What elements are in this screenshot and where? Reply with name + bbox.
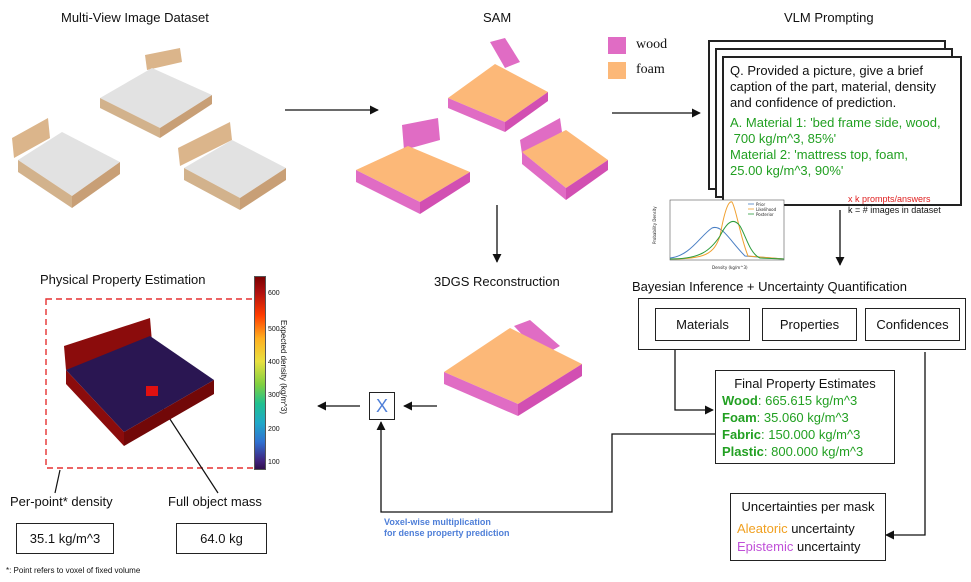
prompt-answer-1: A. Material 1: 'bed frame side, wood, 70… [730,115,954,147]
legend-wood-swatch [608,37,626,54]
prompt-answer-2-line-1: Material 2: 'mattress top, foam, [730,147,909,162]
epistemic-suffix: uncertainty [793,539,861,554]
uncertainty-box: Uncertainties per mask Aleatoric uncerta… [730,493,886,561]
final-row-fabric-name: Fabric [722,427,762,442]
bayes-mini-plot-svg: Prior Likelihood Posterior Density (kg/m… [652,199,785,270]
title-vlm: VLM Prompting [784,10,874,25]
final-row-foam-name: Foam [722,410,757,425]
colorbar-tick-500: 500 [268,326,280,333]
final-row-plastic-name: Plastic [722,444,764,459]
final-row-fabric-value: : 150.000 kg/m^3 [761,427,861,442]
bed-image-left [12,118,120,208]
epistemic-row: Epistemic uncertainty [737,538,879,556]
uncertainty-title: Uncertainties per mask [741,499,875,514]
colorbar-tick-200: 200 [268,426,280,433]
title-bayes: Bayesian Inference + Uncertainty Quantif… [632,279,907,294]
bed-image-right [178,122,286,210]
k-definition-note: k = # images in dataset [848,205,941,215]
title-recon: 3DGS Reconstruction [434,274,560,289]
footnote: *: Point refers to voxel of fixed volume [6,566,141,575]
prompt-answer-1-line-1: A. Material 1: 'bed frame side, wood, [730,115,941,130]
materials-box: Materials [655,308,750,341]
final-row-foam: Foam: 35.060 kg/m^3 [722,409,888,426]
arrow-final-to-multiply [376,421,740,513]
arrow-bayes-to-uncertainty [885,352,926,540]
properties-box: Properties [762,308,857,341]
sam-bed-top [448,38,548,132]
colorbar-tick-400: 400 [268,359,280,366]
prompt-answer-2: Material 2: 'mattress top, foam, 25.00 k… [730,147,954,179]
likelihood-curve [669,201,785,260]
mini-xlabel: Density (kg/m^3) [712,265,748,270]
k-prompts-note: x k prompts/answers [848,194,931,204]
mini-ylabel: Probability Density [652,206,657,244]
mini-legend-posterior: Posterior [756,212,774,217]
final-estimates-title: Final Property Estimates [734,376,876,391]
sample-voxel [146,386,158,396]
per-point-value: 35.1 kg/m^3 [16,523,114,554]
final-row-plastic: Plastic: 800.000 kg/m^3 [722,443,888,460]
colorbar-tick-300: 300 [268,392,280,399]
confidences-box: Confidences [865,308,960,341]
mass-value: 64.0 kg [176,523,267,554]
posterior-curve [669,220,785,260]
prompt-question: Q. Provided a picture, give a brief capt… [730,63,936,110]
final-row-plastic-value: : 800.000 kg/m^3 [763,444,864,459]
epistemic-label: Epistemic [737,539,794,554]
colorbar-tick-600: 600 [268,290,280,297]
colorbar-tick-100: 100 [268,459,280,466]
aleatoric-label: Aleatoric [737,521,788,536]
prior-curve [669,226,785,260]
final-row-fabric: Fabric: 150.000 kg/m^3 [722,426,888,443]
legend-wood-label: wood [636,37,668,52]
mini-legend-likelihood: Likelihood [756,207,777,212]
final-estimates-box: Final Property Estimates Wood: 665.615 k… [715,370,895,464]
prompt-answer-2-line-2: 25.00 kg/m^3, 90%' [730,163,844,178]
sam-bed-right [520,118,608,200]
bed-image-top [100,48,212,138]
multiply-node: X [369,392,395,420]
final-row-wood-value: : 665.615 kg/m^3 [757,393,858,408]
bayes-mini-plot: Prior Likelihood Posterior Density (kg/m… [650,196,788,272]
final-row-wood-name: Wood [722,393,758,408]
final-row-wood: Wood: 665.615 kg/m^3 [722,392,888,409]
title-sam: SAM [483,10,512,25]
arrow-bayes-to-final [674,345,714,415]
title-estimation: Physical Property Estimation [40,272,206,287]
prompt-card: Q. Provided a picture, give a brief capt… [722,56,962,206]
aleatoric-row: Aleatoric uncertainty [737,520,879,538]
colorbar-label: Expected density (kg/m^3) [279,320,288,415]
multiply-note-line-2: for dense property prediction [384,528,510,538]
mini-legend-prior: Prior [756,202,766,207]
legend-foam-label: foam [636,62,665,77]
sam-bed-left [356,118,470,214]
mass-label: Full object mass [168,494,262,509]
legend-foam-swatch [608,62,626,79]
colorbar [254,276,266,470]
pointer-per-point [54,469,61,494]
multiply-note-line-1: Voxel-wise multiplication [384,517,491,527]
aleatoric-suffix: uncertainty [787,521,855,536]
final-row-foam-value: : 35.060 kg/m^3 [756,410,849,425]
title-dataset: Multi-View Image Dataset [61,10,209,25]
per-point-label: Per-point* density [10,494,113,509]
prompt-answer-1-line-2: 700 kg/m^3, 85%' [730,131,837,146]
